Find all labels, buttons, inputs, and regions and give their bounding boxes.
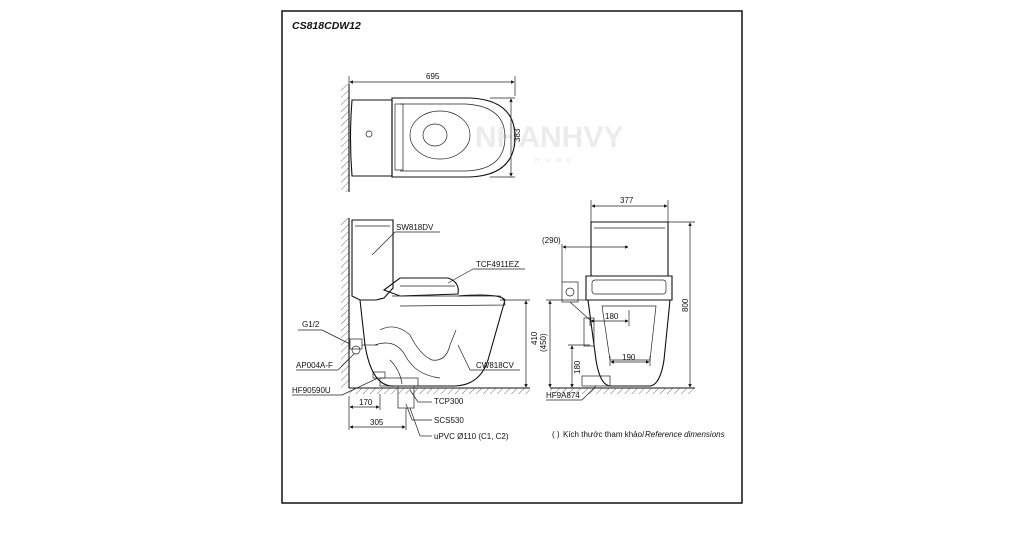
- dim-ref-offset: (290): [542, 236, 561, 245]
- dim-supply-offset: 170: [359, 398, 373, 407]
- dim-offset-b: 190: [622, 353, 636, 362]
- dim-overall-height: 800: [681, 298, 690, 312]
- footnote: ( ) Kích thước tham khảo/ Reference dime…: [552, 430, 725, 439]
- washlet-side: [382, 277, 459, 297]
- tank-outline: [349, 99, 393, 177]
- flush-button-icon: [365, 130, 373, 138]
- label-front-hose: HF9A874: [546, 391, 580, 400]
- dim-offset-a: 180: [605, 312, 619, 321]
- tank-side: [351, 219, 394, 301]
- model-title: CS818CDW12: [292, 20, 361, 32]
- label-seat-cover: SW818DV: [396, 223, 434, 232]
- bowl-front: [587, 299, 671, 387]
- dim-rough-in: 305: [370, 418, 384, 427]
- front-view: 377 (290) 800 (450) 180 180 190 HF9A874: [539, 196, 695, 401]
- dim-top-width: 695: [426, 72, 440, 81]
- label-hose: HF90590U: [292, 386, 331, 395]
- dim-side-height: 410: [530, 331, 539, 345]
- dim-top-depth: 383: [513, 128, 522, 142]
- footnote-paren: ( ): [552, 430, 560, 439]
- label-bowl: CW818CV: [476, 361, 514, 370]
- footnote-en: Reference dimensions: [645, 430, 725, 439]
- seat-front: [585, 275, 673, 301]
- label-washlet: TCF4911EZ: [476, 260, 519, 269]
- label-flange: TCP300: [434, 397, 464, 406]
- dim-front-width: 377: [620, 196, 634, 205]
- label-valve: AP004A-F: [296, 361, 333, 370]
- footnote-vi: Kích thước tham khảo/: [563, 430, 645, 439]
- dim-height-ref: (450): [539, 333, 548, 352]
- watermark-brand: NHANHVY: [475, 121, 623, 154]
- label-inlet: G1/2: [302, 320, 320, 329]
- bowl-outline: [391, 97, 516, 178]
- label-pipe: uPVC Ø110 (C1, C2): [434, 432, 509, 441]
- drawing-frame: [281, 10, 743, 504]
- top-view: 695 383: [341, 72, 522, 192]
- watermark-sub: HOME: [535, 158, 577, 164]
- dim-supply-height: 180: [573, 360, 582, 374]
- label-adapter: SCS530: [434, 416, 464, 425]
- side-view: 410 170 305 SW818DV TCF4911EZ G1/2 AP004…: [292, 218, 539, 441]
